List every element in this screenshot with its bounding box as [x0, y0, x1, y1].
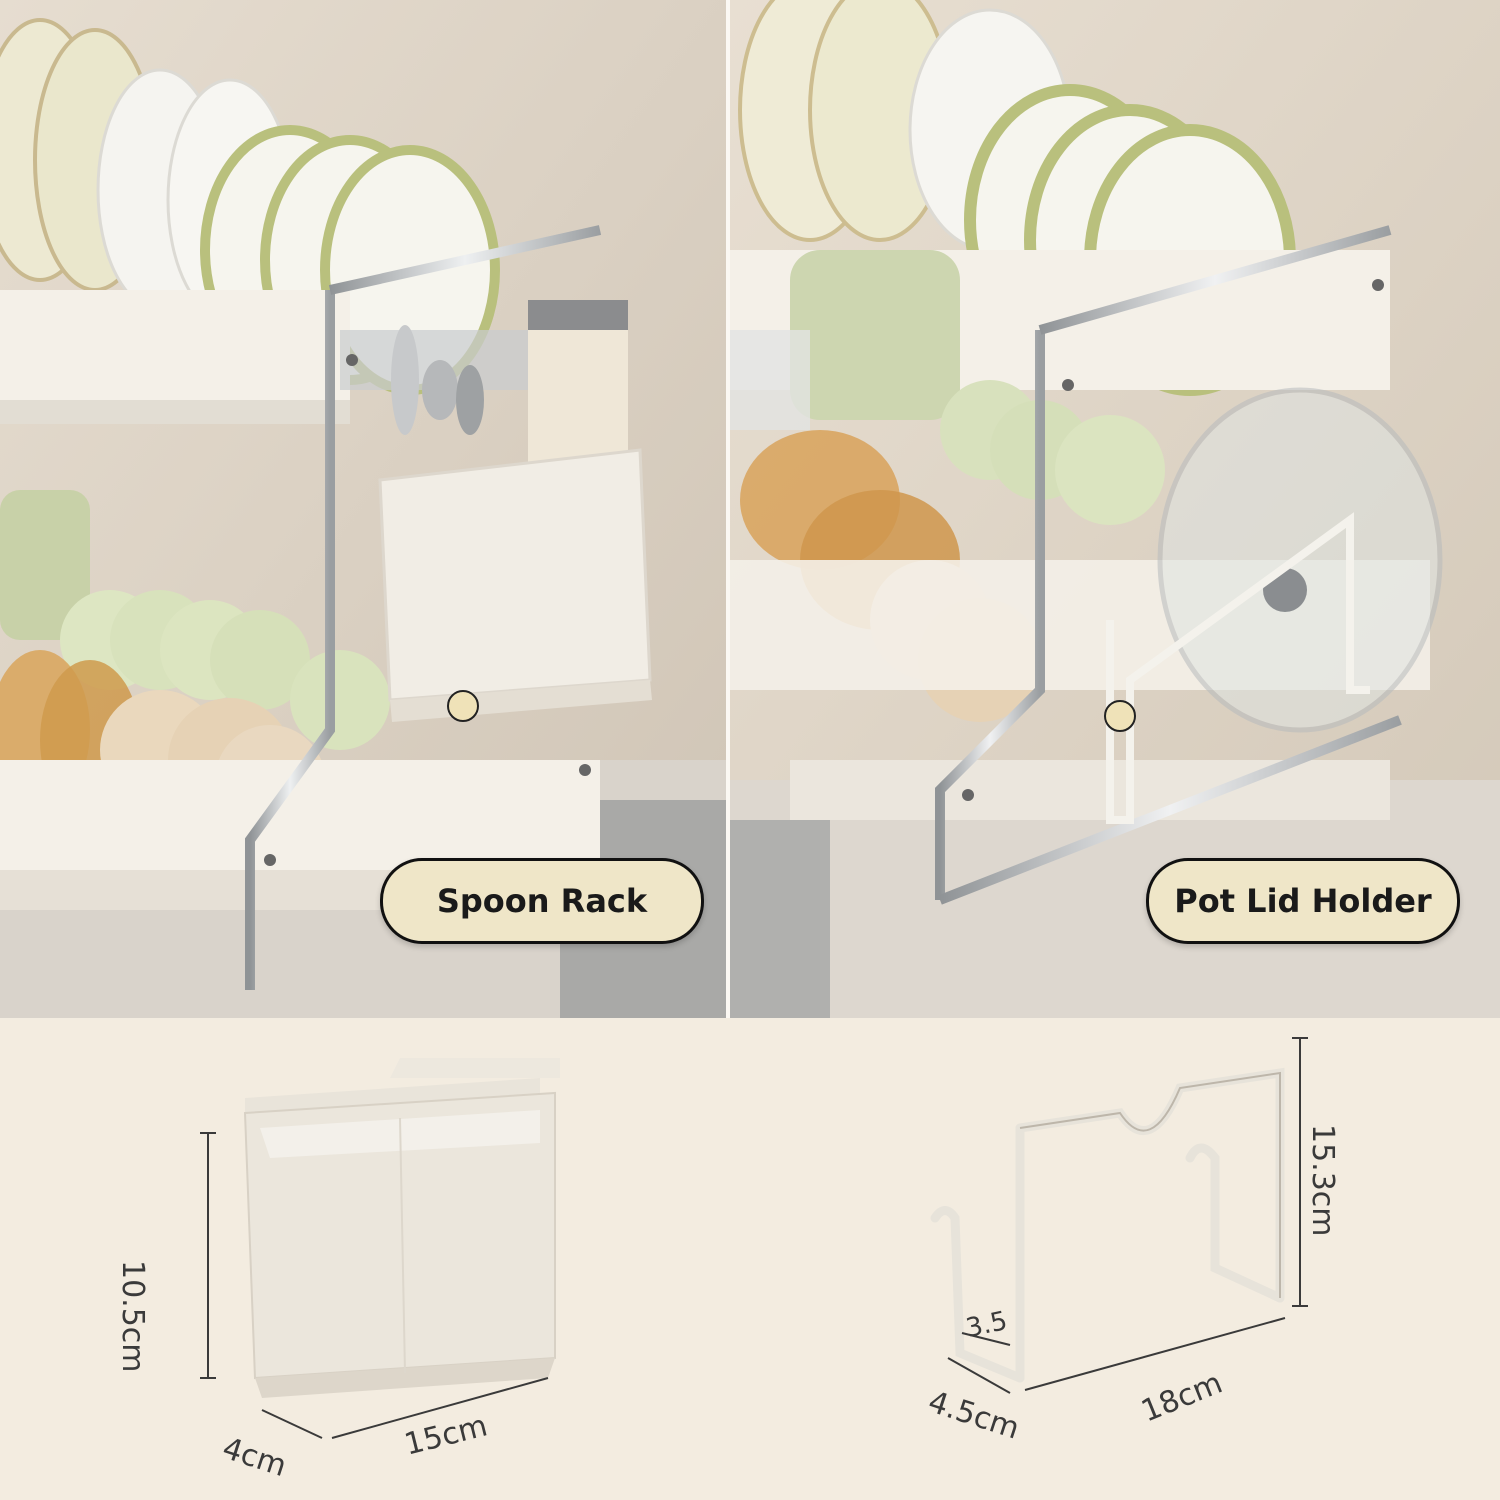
- dimension-drawings: [0, 1018, 1500, 1500]
- chrome-frame-right: [935, 210, 1405, 905]
- lid-holder-drawing-outline: [1019, 1071, 1281, 1298]
- chopsticks: [528, 300, 628, 480]
- spoon-rack-marker: [447, 690, 479, 722]
- spoon-rack-label: Spoon Rack: [380, 858, 704, 944]
- lid-dimension-lines: [947, 1037, 1308, 1394]
- photo-dish-rack-lid: [730, 0, 1500, 1018]
- lid-holder-wire: [1106, 512, 1370, 824]
- spoon-height-dimension: 10.5cm: [115, 1260, 150, 1373]
- spoon-cup-drawing: [243, 1058, 560, 1398]
- spoon-rack-cup: [378, 448, 652, 722]
- spoon-dimension-lines: [200, 1132, 549, 1439]
- lid-holder-marker: [1104, 700, 1136, 732]
- panel-divider: [726, 0, 730, 1018]
- lid-height-dimension: 15.3cm: [1305, 1124, 1340, 1237]
- dish-rack-illustration-left: [0, 0, 726, 1018]
- dish-rack-illustration-right: [730, 0, 1500, 1018]
- upper-tray: [0, 290, 350, 410]
- dimension-diagrams: [0, 1018, 1500, 1500]
- cutlery: [391, 325, 484, 435]
- pot-lid-holder-label: Pot Lid Holder: [1146, 858, 1460, 944]
- photo-dish-rack-spoon: [0, 0, 726, 1018]
